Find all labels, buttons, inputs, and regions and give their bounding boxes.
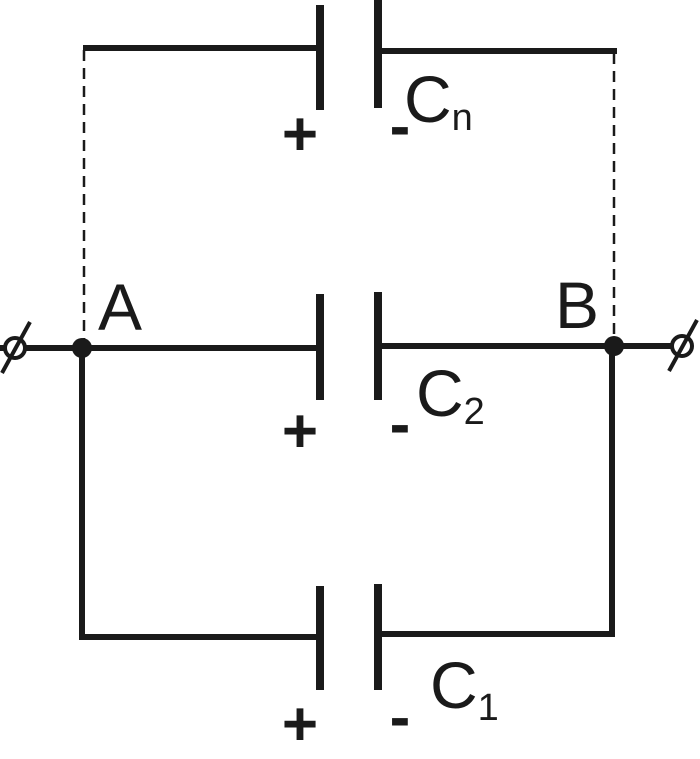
node-a-label: A (98, 270, 142, 344)
c2-label: C2 (416, 356, 485, 433)
capacitor-c1: + - C1 (79, 343, 615, 759)
node-a-dot (72, 338, 92, 358)
cn-plus-sign: + (282, 100, 318, 169)
cn-label: Cn (404, 62, 473, 139)
node-b-dot (604, 336, 624, 356)
c1-label: C1 (430, 648, 499, 729)
c1-plus-sign: + (282, 690, 318, 759)
terminal-right-icon (667, 319, 699, 372)
node-b-label: B (555, 268, 599, 342)
c2-minus-sign: - (390, 390, 411, 459)
capacitor-cn: + - Cn (82, 0, 617, 346)
c1-minus-sign: - (390, 683, 411, 752)
terminal-left-icon (0, 321, 32, 374)
cn-minus-sign: - (390, 92, 411, 161)
c2-plus-sign: + (282, 397, 318, 466)
